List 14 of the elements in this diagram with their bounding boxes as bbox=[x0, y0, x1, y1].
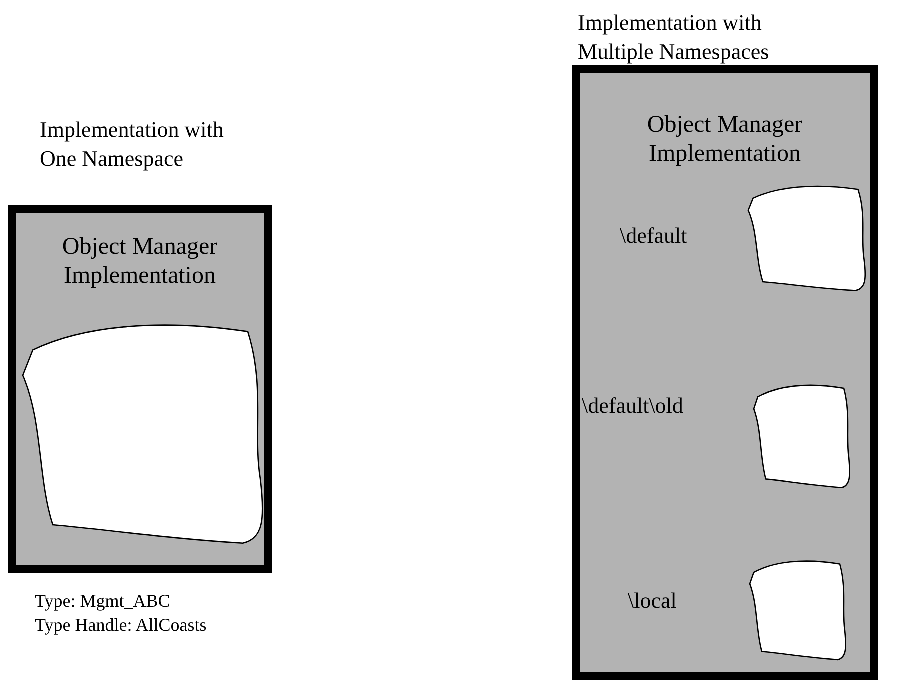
namespace-blob bbox=[746, 183, 868, 293]
namespace-label: \local bbox=[628, 588, 677, 614]
type-note: Type Handle: AllCoasts bbox=[35, 614, 207, 637]
namespace-blob bbox=[748, 558, 848, 662]
namespace-label: \default bbox=[620, 223, 688, 249]
type-note: Type: Mgmt_ABC bbox=[35, 590, 170, 613]
diagram-heading: Implementation with One Namespace bbox=[40, 116, 225, 173]
namespace-label: \default\old bbox=[582, 393, 684, 419]
object-manager-panel bbox=[572, 65, 878, 680]
namespace-blob bbox=[752, 382, 852, 490]
diagram-heading: Implementation with Multiple Namespaces bbox=[578, 9, 770, 66]
object-manager-panel bbox=[8, 205, 272, 573]
panel-title: Object Manager Implementation bbox=[646, 111, 804, 169]
panel-title: Object Manager Implementation bbox=[61, 233, 219, 291]
